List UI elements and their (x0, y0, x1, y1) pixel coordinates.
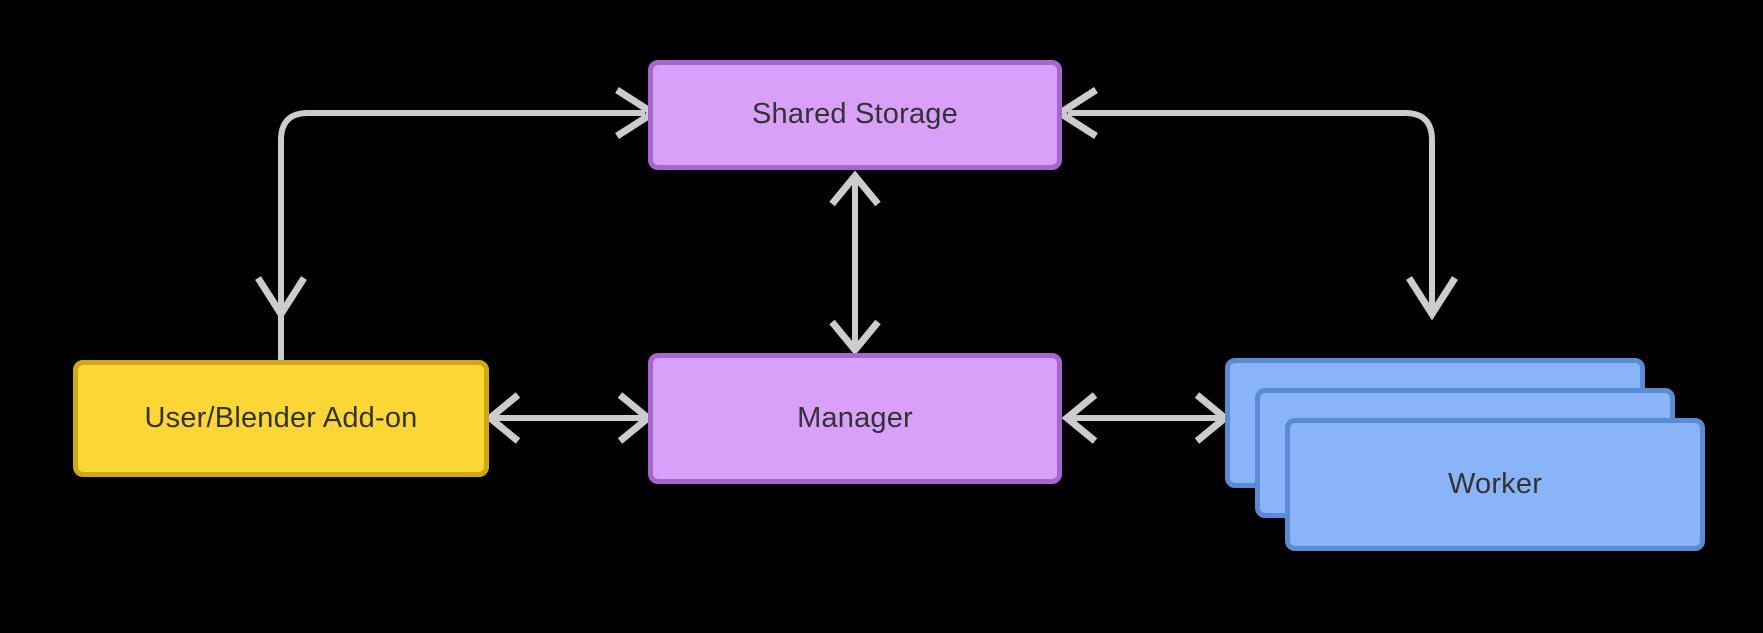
node-shared-storage[interactable]: Shared Storage (648, 60, 1062, 170)
edge-storage-manager (829, 170, 881, 356)
node-manager[interactable]: Manager (648, 353, 1062, 484)
edge-manager-worker (1061, 392, 1231, 444)
node-shared-storage-label: Shared Storage (752, 98, 958, 131)
node-user-addon-label: User/Blender Add-on (144, 401, 418, 434)
edge-user-manager (484, 392, 654, 444)
edge-storage-to-worker (1053, 87, 1458, 321)
node-worker-stack[interactable]: Worker (1225, 358, 1705, 553)
node-manager-label: Manager (797, 401, 913, 434)
node-worker-label: Worker (1447, 467, 1543, 500)
node-user-addon[interactable]: User/Blender Add-on (73, 360, 489, 477)
worker-card-front[interactable]: Worker (1285, 418, 1705, 551)
